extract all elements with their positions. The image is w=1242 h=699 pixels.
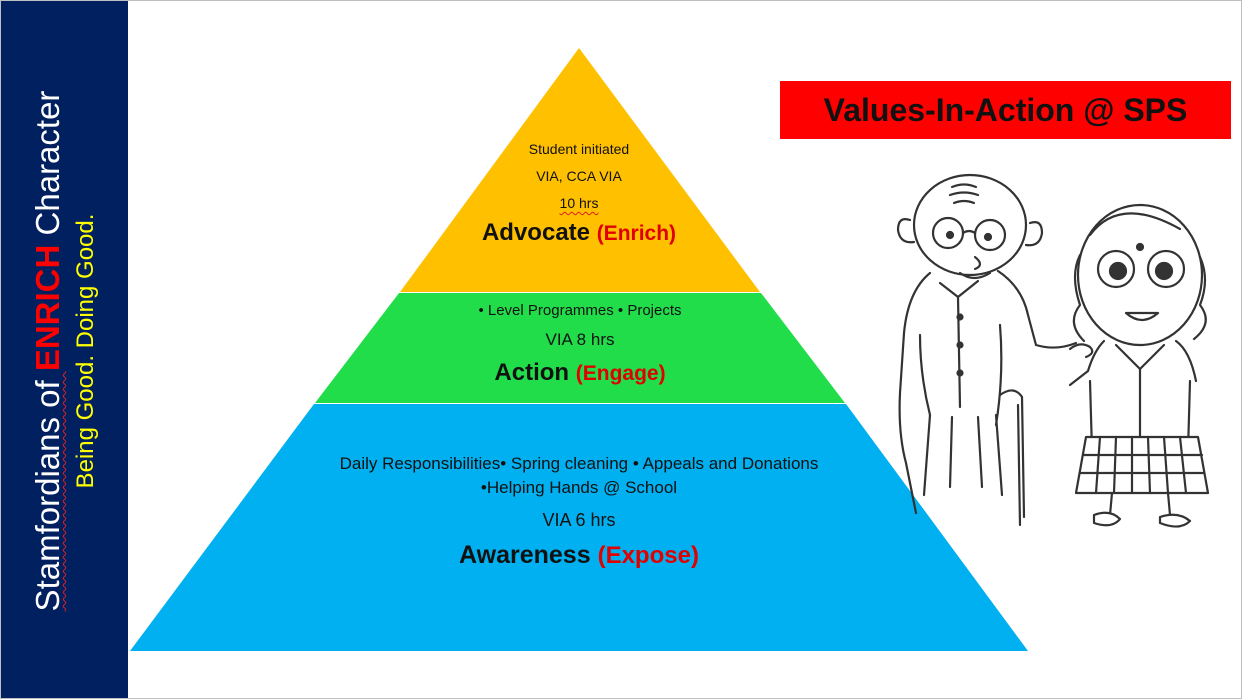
- tier-top-line1: Student initiated: [528, 141, 630, 157]
- tier-top-line3: 10 hrs: [430, 190, 728, 216]
- pyramid-tier-middle: [315, 293, 845, 403]
- tier-middle-line1: • Level Programmes • Projects: [478, 302, 682, 319]
- tier-bottom-line1: Daily Responsibilities• Spring cleaning …: [339, 454, 819, 473]
- tier-bottom-tag: (Expose): [597, 542, 699, 569]
- tier-top-heading-row: Advocate (Enrich): [430, 218, 728, 249]
- tier-middle-text: • Level Programmes • Projects VIA 8 hrs …: [400, 298, 760, 389]
- pyramid-tier-bottom: [130, 404, 1028, 651]
- tier-top-line2: VIA, CCA VIA: [536, 168, 622, 184]
- pyramid-tier-top: [400, 48, 760, 292]
- tier-middle-line2: VIA 8 hrs: [545, 330, 615, 349]
- tier-bottom-line3: VIA 6 hrs: [542, 510, 616, 530]
- tier-middle-heading-row: Action (Engage): [400, 358, 760, 389]
- tier-middle-heading: Action: [494, 359, 570, 386]
- tier-middle-tag: (Engage): [575, 362, 666, 385]
- tier-bottom-heading-row: Awareness (Expose): [270, 540, 888, 571]
- tier-bottom-text: Daily Responsibilities• Spring cleaning …: [270, 452, 888, 571]
- tier-top-text: Student initiated VIA, CCA VIA 10 hrs Ad…: [430, 136, 728, 249]
- title-banner: Values-In-Action @ SPS: [780, 81, 1231, 139]
- tier-top-tag: (Enrich): [596, 222, 677, 245]
- elderly-man-and-girl-icon: [896, 173, 1210, 528]
- tier-bottom-heading: Awareness: [459, 541, 591, 569]
- tier-top-hours: 10 hrs: [559, 195, 599, 211]
- tier-bottom-line2: •Helping Hands @ School: [480, 478, 678, 497]
- sidebar: Stamfordians of ENRICH Character Being G…: [1, 1, 128, 698]
- tier-top-heading: Advocate: [481, 219, 591, 246]
